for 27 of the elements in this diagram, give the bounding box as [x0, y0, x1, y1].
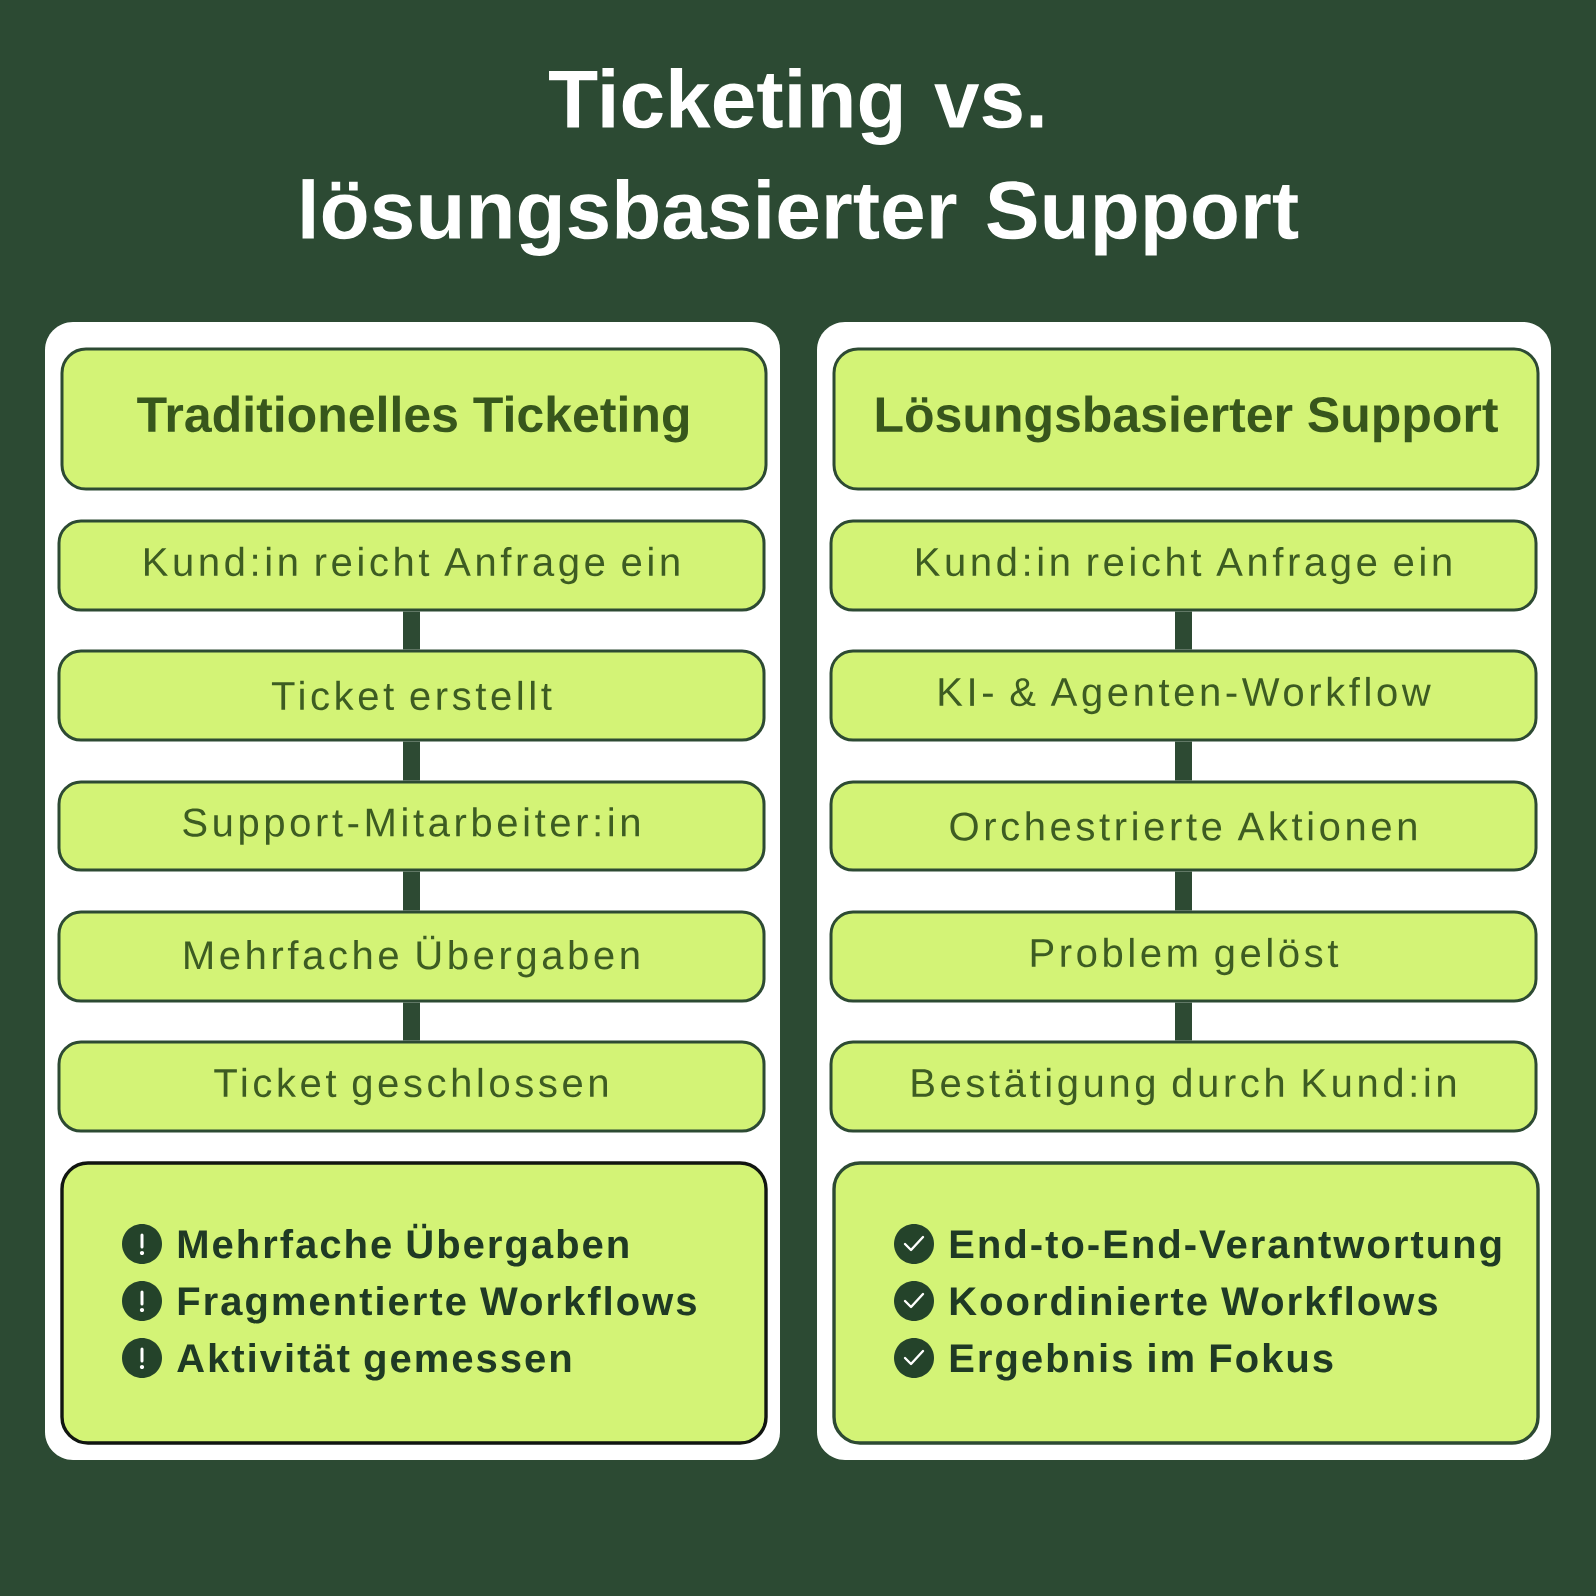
- title: Ticketing vs. lösungsbasierter Support: [302, 68, 1299, 256]
- step-box: Mehrfache Übergaben: [57, 910, 766, 1003]
- step-box: Ticket erstellt: [57, 649, 766, 742]
- connector-line: [1175, 1002, 1192, 1041]
- connector-line: [1175, 871, 1192, 911]
- header-box: Lösungsbasierter Support: [832, 347, 1540, 491]
- connector-line: [403, 741, 420, 781]
- list-item: End-to-End-Verantwortung: [950, 1229, 1501, 1267]
- connector-line: [1175, 741, 1192, 781]
- connector-line: [403, 1002, 420, 1041]
- header-box: Traditionelles Ticketing: [60, 347, 768, 491]
- step-box: KI- & Agenten-Workflow: [829, 649, 1538, 742]
- list-item: Koordinierte Workflows: [950, 1286, 1437, 1316]
- step-box: Kund:in reicht Anfrage ein: [57, 519, 766, 612]
- connector-line: [1175, 611, 1192, 650]
- step-box: Kund:in reicht Anfrage ein: [829, 519, 1538, 612]
- step-box: Support-Mitarbeiter:in: [57, 780, 766, 872]
- step-box: Orchestrierte Aktionen: [829, 780, 1538, 872]
- connector-line: [403, 871, 420, 911]
- step-box: Problem gelöst: [829, 910, 1538, 1003]
- list-item: Ergebnis im Fokus: [950, 1343, 1333, 1381]
- connector-line: [403, 611, 420, 650]
- list-item: Aktivität gemessen: [177, 1343, 571, 1381]
- list-item: Fragmentierte Workflows: [178, 1286, 696, 1324]
- step-box: Bestätigung durch Kund:in: [829, 1040, 1538, 1133]
- step-box: Ticket geschlossen: [57, 1040, 766, 1133]
- list-item: Mehrfache Übergaben: [178, 1223, 628, 1267]
